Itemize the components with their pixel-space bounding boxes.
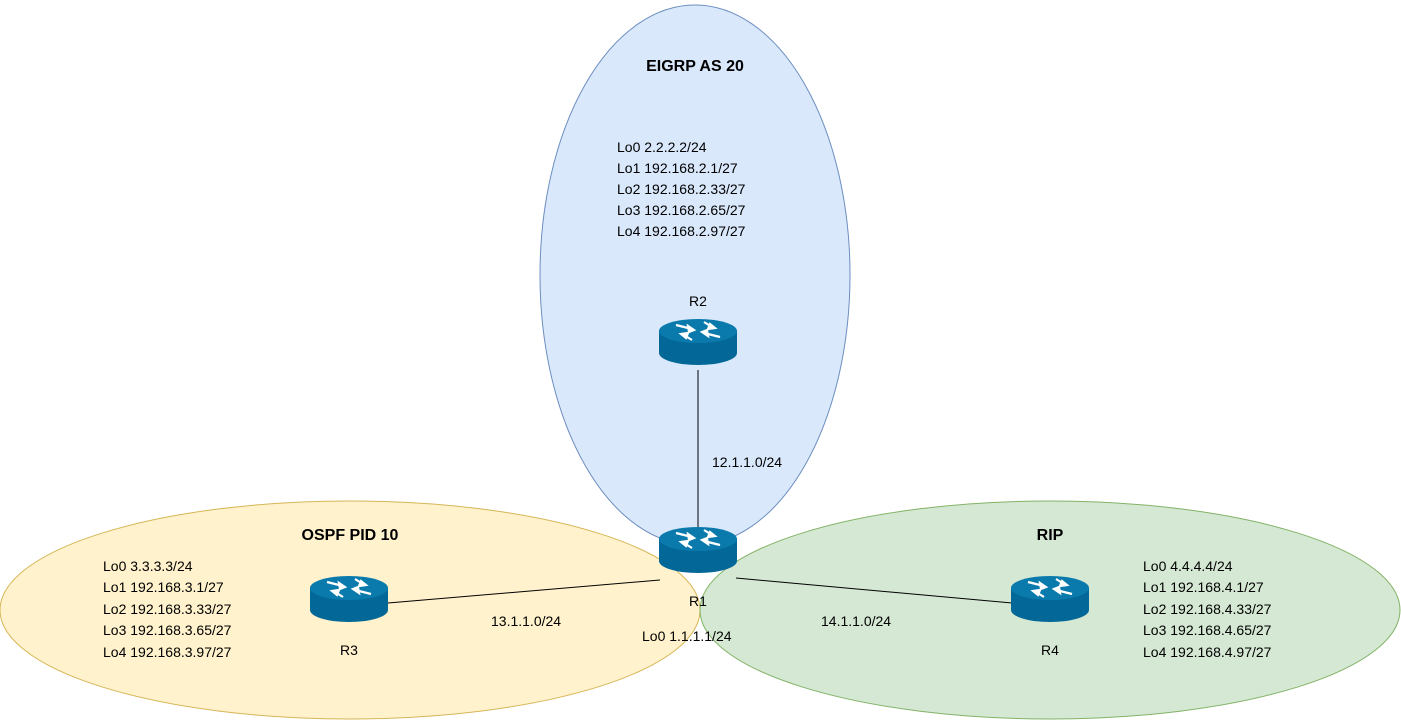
r2-loopback: Lo4 192.168.2.97/27 [617,223,746,239]
r3-loopback-list: Lo0 3.3.3.3/24 Lo1 192.168.3.1/27 Lo2 19… [103,558,232,660]
router-r4-label: R4 [1041,642,1059,658]
router-r1-label: R1 [689,593,707,609]
router-r1[interactable]: R1 Lo0 1.1.1.1/24 [642,525,739,644]
link-r1-r4-label: 14.1.1.0/24 [821,613,891,629]
router-r2-label: R2 [689,293,707,309]
r3-loopback: Lo1 192.168.3.1/27 [103,579,224,595]
router-r2[interactable]: R2 [657,293,739,367]
r3-loopback: Lo0 3.3.3.3/24 [103,558,193,574]
router-icon [657,317,739,367]
r4-loopback-list: Lo0 4.4.4.4/24 Lo1 192.168.4.1/27 Lo2 19… [1143,558,1272,660]
r2-loopback: Lo1 192.168.2.1/27 [617,160,738,176]
link-r1-r2-label: 12.1.1.0/24 [712,454,782,470]
r2-loopback-list: Lo0 2.2.2.2/24 Lo1 192.168.2.1/27 Lo2 19… [617,139,746,239]
r2-loopback: Lo3 192.168.2.65/27 [617,202,746,218]
router-r4[interactable]: R4 [1009,574,1091,658]
ospf-zone-title: OSPF PID 10 [302,527,399,544]
r2-loopback: Lo0 2.2.2.2/24 [617,139,707,155]
router-r3[interactable]: R3 [308,574,390,658]
eigrp-zone-title: EIGRP AS 20 [646,58,744,75]
link-r1-r3-label: 13.1.1.0/24 [491,613,561,629]
r4-loopback: Lo2 192.168.4.33/27 [1143,601,1272,617]
r4-loopback: Lo0 4.4.4.4/24 [1143,558,1233,574]
r4-loopback: Lo3 192.168.4.65/27 [1143,622,1272,638]
r3-loopback: Lo3 192.168.3.65/27 [103,622,232,638]
r4-loopback: Lo4 192.168.4.97/27 [1143,644,1272,660]
router-icon [657,525,739,575]
r3-loopback: Lo2 192.168.3.33/27 [103,601,232,617]
r2-loopback: Lo2 192.168.2.33/27 [617,181,746,197]
router-icon [1009,574,1091,624]
link-r1-r3 [387,579,661,604]
router-icon [308,574,390,624]
r3-loopback: Lo4 192.168.3.97/27 [103,644,232,660]
router-r3-label: R3 [340,642,358,658]
r1-loopback: Lo0 1.1.1.1/24 [642,628,732,644]
r4-loopback: Lo1 192.168.4.1/27 [1143,579,1264,595]
link-r1-r4 [735,577,1013,604]
rip-zone-title: RIP [1037,527,1064,544]
eigrp-zone [539,4,851,546]
